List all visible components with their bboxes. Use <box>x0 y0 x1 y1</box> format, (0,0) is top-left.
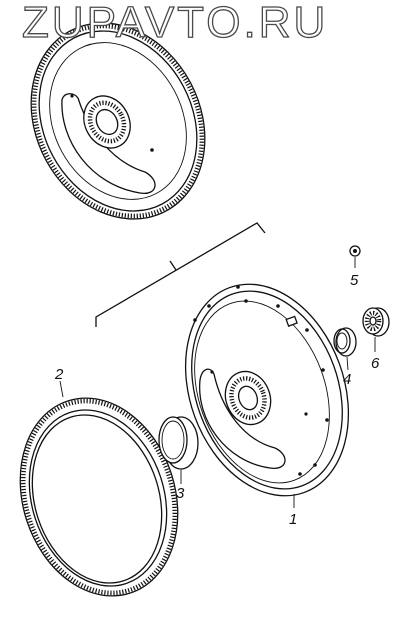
callout-1: 1 <box>289 511 297 528</box>
callout-3: 3 <box>176 485 185 502</box>
part-6-bearing <box>362 307 390 337</box>
callout-2: 2 <box>54 366 64 383</box>
assembly-bracket <box>95 222 266 327</box>
part-1-flywheel <box>184 283 350 497</box>
leader-lines <box>59 257 376 508</box>
callout-6: 6 <box>371 355 380 372</box>
callout-5: 5 <box>350 272 359 289</box>
part-5-nut <box>349 245 361 257</box>
part-3-sleeve <box>158 416 199 470</box>
callout-4: 4 <box>343 371 351 388</box>
part-2-ring-gear <box>19 397 179 597</box>
part-4-ring <box>333 327 357 357</box>
watermark-text: ZUPAVTO.RU <box>21 0 329 48</box>
flywheel-assembly <box>30 22 206 220</box>
